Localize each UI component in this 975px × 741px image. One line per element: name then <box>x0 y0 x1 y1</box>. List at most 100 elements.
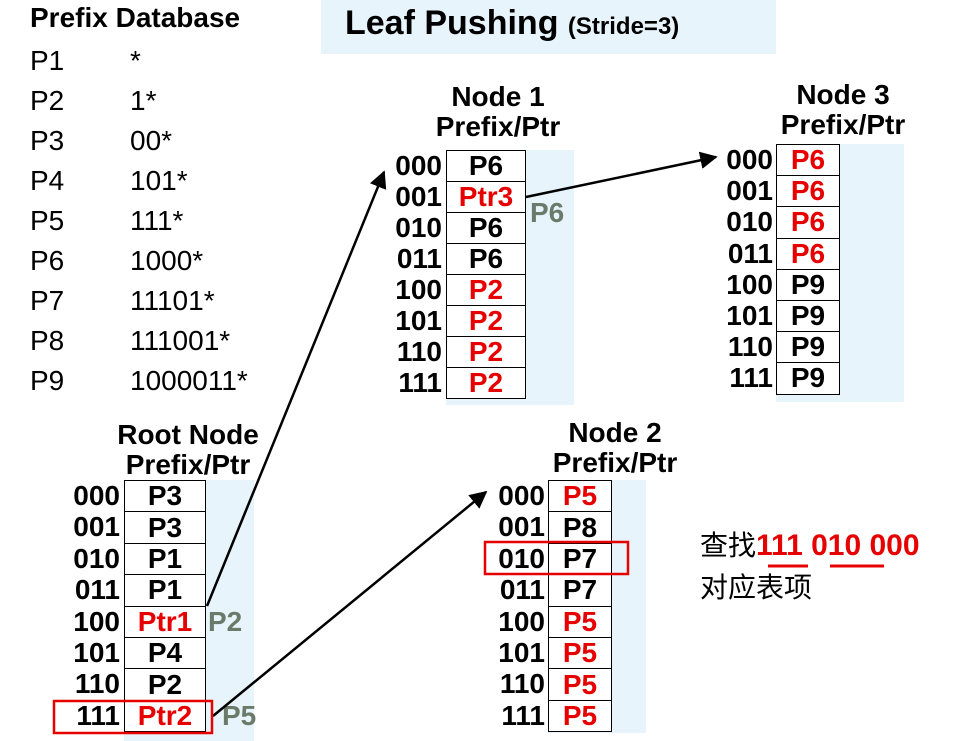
lookup-note: 查找111 010 000 对应表项 <box>700 525 920 609</box>
prefix-name: P9 <box>30 365 65 396</box>
node3-cell: P9 <box>776 300 840 333</box>
root-side-label: P2 <box>208 605 243 637</box>
node2-bits: 110 <box>499 668 545 700</box>
node3-bits: 110 <box>727 331 773 363</box>
root-cell: P4 <box>124 637 206 670</box>
node-subtitle-text: Prefix/Ptr <box>552 447 678 478</box>
prefix-value: 1000011* <box>130 365 248 396</box>
prefix-name: P2 <box>30 85 65 116</box>
node-title-text: Root Node <box>117 419 259 450</box>
lookup-note-line2: 对应表项 <box>700 571 813 604</box>
node3-bits: 011 <box>727 237 773 269</box>
node1-cell: P6 <box>446 243 526 275</box>
node2-cell: P5 <box>548 668 612 701</box>
prefix-value: 111* <box>130 205 184 236</box>
node3-cell: P9 <box>776 362 840 395</box>
prefix-db-title: Prefix Database <box>30 2 241 33</box>
node-subtitle-text: Prefix/Ptr <box>435 111 561 142</box>
node2-bits: 010 <box>498 542 545 574</box>
node3-cell: P6 <box>776 144 840 177</box>
prefix-value: 101* <box>130 165 188 196</box>
root-cell: Ptr2 <box>124 699 206 733</box>
root-cell: P3 <box>124 511 206 544</box>
node2-cell: P5 <box>548 480 612 513</box>
node1-cell: P6 <box>446 150 526 182</box>
node1-cell: P2 <box>446 274 526 306</box>
prefix-name: P3 <box>30 125 65 156</box>
node1-bits: 110 <box>396 336 442 367</box>
root-bits: 010 <box>73 542 120 574</box>
root-cell: P1 <box>124 574 206 607</box>
node3-bits: 000 <box>726 144 773 175</box>
root-bits: 111 <box>76 699 120 731</box>
root-cell: P2 <box>124 668 206 701</box>
prefix-name: P5 <box>30 205 65 236</box>
lookup-note-prefix: 查找 <box>700 529 757 562</box>
node1-bits: 011 <box>396 243 442 274</box>
prefix-name: P8 <box>30 325 65 356</box>
node1-side-label: P6 <box>530 197 565 228</box>
node1-cell: P2 <box>446 336 526 368</box>
prefix-value: 1000* <box>130 245 204 276</box>
title-sub: (Stride=3) <box>567 13 680 40</box>
prefix-value: 111001* <box>130 325 231 356</box>
node3-bits: 001 <box>726 175 773 207</box>
node-title-text: Node 1 <box>451 81 545 112</box>
prefix-name: P4 <box>30 165 65 196</box>
node3-bits: 101 <box>726 300 773 331</box>
root-bits: 000 <box>73 480 120 511</box>
node-title-text: Node 3 <box>796 79 890 110</box>
lookup-code: 111 010 000 <box>756 529 920 562</box>
node1-cell: Ptr3 <box>446 181 526 213</box>
node2-bits: 101 <box>498 637 545 668</box>
node-subtitle-text: Prefix/Ptr <box>125 449 251 480</box>
root-bits: 110 <box>74 668 120 700</box>
root-bits: 100 <box>73 605 120 637</box>
node1-bits: 001 <box>395 181 442 212</box>
node1-bits: 100 <box>395 274 442 305</box>
node2-bits: 011 <box>499 574 545 606</box>
title-banner: Leaf Pushing (Stride=3) <box>321 0 776 54</box>
root-cell: Ptr1 <box>124 605 206 638</box>
prefix-value: 1* <box>130 85 157 116</box>
node2-bits: 000 <box>498 480 545 511</box>
node3-bits: 100 <box>726 268 773 300</box>
node3-bits: 010 <box>726 206 773 238</box>
node-title-text: Node 2 <box>568 417 662 448</box>
node3-cell: P6 <box>776 237 840 270</box>
arrow-ptr3-to-node3 <box>525 151 718 199</box>
arrow-ptr2-to-node2 <box>212 490 488 717</box>
prefix-value: 11101* <box>130 285 215 316</box>
node1-bits: 111 <box>398 367 442 398</box>
highlight-node2-010 <box>483 540 630 576</box>
node-subtitle-text: Prefix/Ptr <box>780 109 906 140</box>
node1-bits: 010 <box>395 212 442 243</box>
prefix-name: P7 <box>30 285 65 316</box>
node2-bits: 001 <box>498 511 545 543</box>
highlight-root-111 <box>52 699 214 735</box>
prefix-value: * <box>130 45 141 76</box>
node1-cell: P2 <box>446 367 526 399</box>
node1-bits: 101 <box>395 305 442 336</box>
root-bits: 001 <box>73 511 120 543</box>
node2-cell: P5 <box>548 637 612 670</box>
node2-cell: P5 <box>548 699 612 733</box>
title-main: Leaf Pushing <box>345 4 559 42</box>
node2-cell: P8 <box>548 511 612 544</box>
prefix-value: 00* <box>130 125 173 156</box>
prefix-name: P1 <box>30 45 65 76</box>
node2-bits: 111 <box>501 699 545 731</box>
node1-bits: 000 <box>395 150 442 181</box>
node3-bits: 111 <box>729 362 773 394</box>
root-bits: 011 <box>74 574 120 606</box>
node2-bits: 100 <box>498 605 545 637</box>
root-bits: 101 <box>73 637 120 668</box>
lookup-note-line1: 查找111 010 000 <box>700 525 920 567</box>
arrow-ptr1-to-node1 <box>205 170 387 607</box>
prefix-name: P6 <box>30 245 65 276</box>
